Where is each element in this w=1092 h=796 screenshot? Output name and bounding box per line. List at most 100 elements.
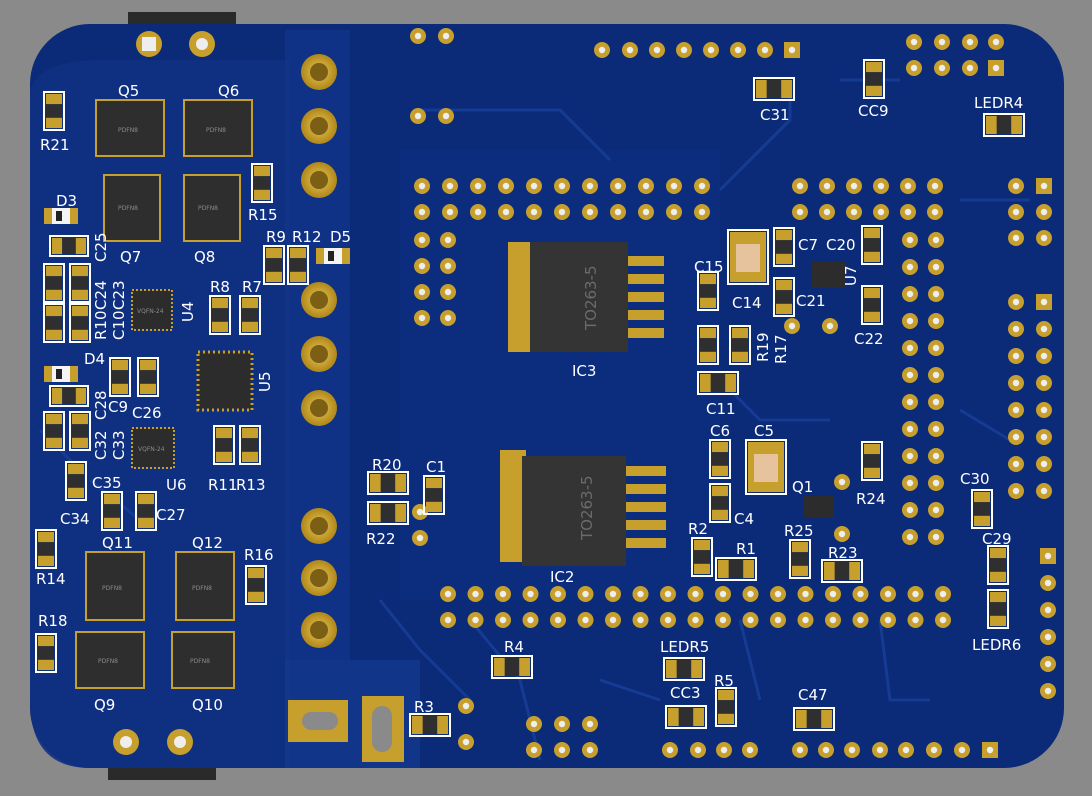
label-q5: Q5 — [118, 82, 139, 100]
diode-d5 — [316, 248, 350, 264]
capacitor-c26 — [137, 357, 159, 397]
label-c1: C1 — [426, 458, 446, 476]
drill-hole — [614, 182, 622, 190]
svg-text:PDFN8: PDFN8 — [102, 585, 122, 592]
drill-hole — [788, 322, 796, 330]
drill-hole — [906, 533, 914, 541]
smd-passives — [35, 59, 1025, 737]
drill-hole — [554, 616, 562, 624]
drill-hole — [906, 344, 914, 352]
svg-text:PDFN8: PDFN8 — [118, 127, 138, 134]
drill-hole — [910, 64, 918, 72]
drill-hole — [614, 208, 622, 216]
drill-hole — [966, 64, 974, 72]
drill-hole — [698, 182, 706, 190]
drill-hole — [444, 288, 452, 296]
capacitor-c28 — [49, 385, 89, 407]
label-r23: R23 — [828, 544, 858, 562]
capacitor-c32 — [43, 411, 65, 451]
label-c14: C14 — [732, 294, 762, 312]
drill-hole — [598, 46, 606, 54]
capacitor-c21 — [773, 277, 795, 317]
drill-hole — [932, 344, 940, 352]
drill-hole — [746, 746, 754, 754]
drill-hole — [664, 590, 672, 598]
label-c21: C21 — [796, 292, 826, 310]
capacitor-c1 — [423, 475, 445, 515]
led-ledr6 — [987, 589, 1009, 629]
drill-hole — [829, 616, 837, 624]
label-r5: R5 — [714, 672, 734, 690]
label-ledr6: LEDR6 — [972, 636, 1021, 654]
drill-hole — [664, 616, 672, 624]
label-ledr4: LEDR4 — [974, 94, 1023, 112]
connector-pins-top — [136, 31, 215, 57]
drill-hole — [932, 398, 940, 406]
capacitor-cc3 — [665, 705, 707, 729]
label-c47: C47 — [798, 686, 828, 704]
drill-hole — [670, 182, 678, 190]
drill-hole — [444, 236, 452, 244]
drill-hole — [418, 182, 426, 190]
drill-hole — [912, 616, 919, 624]
drill-hole — [747, 616, 754, 624]
capacitor-c22 — [861, 285, 883, 325]
label-c22: C22 — [854, 330, 884, 348]
label-r21: R21 — [40, 136, 70, 154]
drill-hole — [939, 590, 947, 598]
drill-hole — [446, 208, 454, 216]
label-ledr5: LEDR5 — [660, 638, 709, 656]
svg-text:PDFN8: PDFN8 — [198, 205, 218, 212]
drill-hole — [826, 322, 834, 330]
drill-hole — [1012, 234, 1020, 242]
drill-hole — [906, 425, 914, 433]
slot-pads — [288, 696, 404, 762]
drill-hole — [838, 530, 846, 538]
drill-hole — [1012, 460, 1020, 468]
led-ledr4 — [983, 113, 1025, 137]
drill-hole — [499, 590, 507, 598]
svg-text:VQFN-24: VQFN-24 — [138, 446, 165, 453]
drill-hole — [692, 616, 699, 624]
drill-hole — [986, 746, 994, 754]
label-r9: R9 — [266, 228, 286, 246]
label-u4: U4 — [179, 301, 197, 322]
resistor-r10 — [43, 303, 65, 343]
drill-hole — [938, 38, 946, 46]
drill-hole — [938, 64, 946, 72]
drill-hole — [1012, 182, 1020, 190]
label-c9: C9 — [108, 398, 128, 416]
label-r16: R16 — [244, 546, 274, 564]
drill-hole — [416, 508, 424, 516]
svg-text:PDFN8: PDFN8 — [98, 658, 118, 665]
drill-hole — [558, 182, 566, 190]
label-r8: R8 — [210, 278, 230, 296]
drill-hole — [1040, 379, 1048, 387]
diode-d3 — [44, 208, 78, 224]
drill-hole — [1012, 379, 1020, 387]
drill-hole — [582, 590, 589, 598]
drill-hole — [637, 590, 644, 598]
label-q1: Q1 — [792, 478, 813, 496]
drill-hole — [774, 616, 782, 624]
mosfet-q7: PDFN8 — [103, 174, 161, 242]
drill-hole — [558, 720, 566, 728]
resistor-r9 — [263, 245, 285, 285]
drill-hole — [694, 746, 702, 754]
drill-hole — [558, 208, 566, 216]
drill-hole — [904, 208, 912, 216]
drill-hole — [442, 32, 450, 40]
resistor-r24 — [861, 441, 883, 481]
drill-hole — [823, 182, 831, 190]
drill-hole — [906, 371, 914, 379]
drill-hole — [418, 262, 426, 270]
drill-hole — [418, 236, 426, 244]
drill-hole — [1044, 606, 1052, 614]
drill-hole — [932, 479, 940, 487]
capacitor-c15 — [697, 271, 719, 311]
drill-hole — [906, 506, 914, 514]
label-q7: Q7 — [120, 248, 141, 266]
drill-hole — [418, 208, 426, 216]
label-q12: Q12 — [192, 534, 223, 552]
